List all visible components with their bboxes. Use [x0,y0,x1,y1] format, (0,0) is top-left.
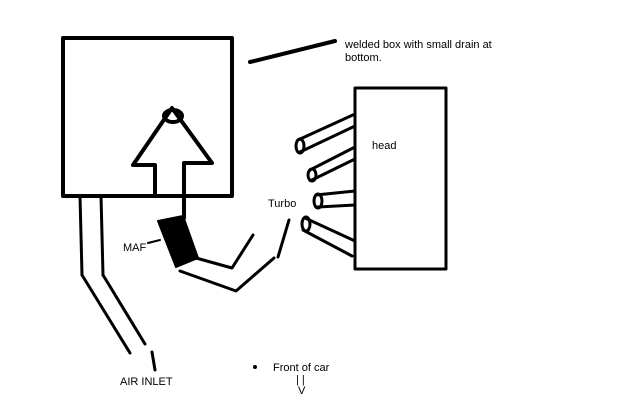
arrow-tip-hole [162,108,184,124]
cylinder-head [353,86,448,271]
runner-2-end [306,167,318,183]
airflow-arrow [131,106,214,220]
turbo-inlet-pipe-upper [194,233,255,270]
runner-3 [314,189,357,209]
runner-1-end [294,137,306,155]
front-bullet [253,365,257,369]
maf-label: MAF [123,242,147,254]
front-arrow-shaft: | | [296,374,305,386]
welded-box-label: welded box with small drain at bottom. [345,39,492,64]
turbo-inlet-pipe-lower [178,256,276,293]
runner-3-end [312,192,324,210]
head-label: head [372,140,397,152]
air-inlet-pipe-right-lower [101,273,147,346]
welded-box [61,36,234,198]
runner-2 [308,145,357,182]
front-arrow-head: V [298,385,306,397]
air-inlet-pipe-left [78,194,84,277]
runner-1 [296,112,357,154]
air-inlet-pipe-left-lower [80,273,132,355]
air-inlet-pipe-right [99,194,105,277]
turbo-pointer [276,218,291,259]
runner-4 [301,216,357,258]
air-inlet-pointer [150,350,157,372]
welded-box-pointer [248,39,337,64]
turbo-label: Turbo [268,198,297,210]
runner-4-end [300,215,312,233]
maf-body [157,215,199,268]
front-of-car-label: Front of car [273,362,330,374]
air-inlet-label: AIR INLET [120,376,173,388]
maf-pointer [147,239,161,244]
